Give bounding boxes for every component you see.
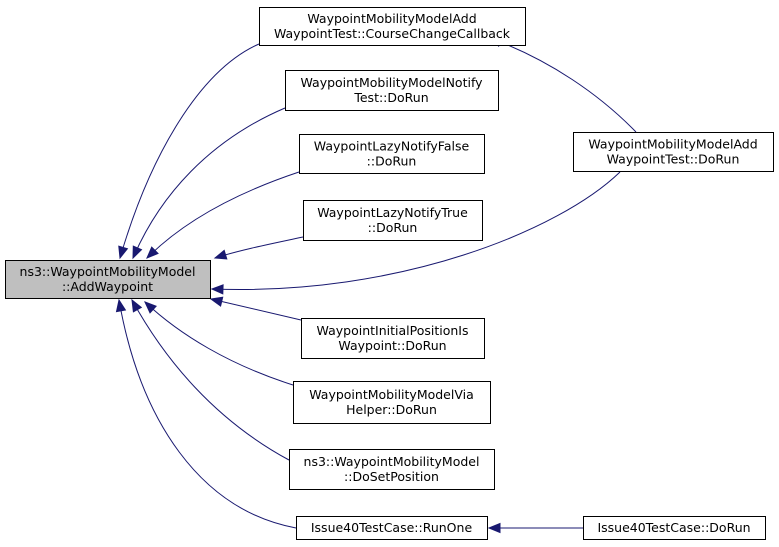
edge-lazy_notify_false-to-add_waypoint bbox=[146, 171, 300, 259]
node-label-line: WaypointMobilityModelAdd bbox=[588, 137, 757, 152]
node-label-line: ::DoRun bbox=[367, 154, 417, 169]
arrowhead bbox=[213, 249, 228, 260]
node-label-line: ns3::WaypointMobilityModel bbox=[304, 454, 480, 469]
node-label-line: ns3::WaypointMobilityModel bbox=[20, 264, 196, 279]
edge-line bbox=[118, 299, 297, 529]
node-course-change-callback[interactable]: WaypointMobilityModelAddWaypointTest::Co… bbox=[259, 7, 526, 46]
node-lazy-notify-false[interactable]: WaypointLazyNotifyFalse::DoRun bbox=[299, 134, 485, 174]
node-box bbox=[299, 134, 485, 174]
node-issue40-dorun[interactable]: Issue40TestCase::DoRun bbox=[583, 516, 766, 540]
arrowhead bbox=[209, 296, 224, 307]
arrowhead bbox=[131, 298, 143, 313]
arrowhead bbox=[132, 245, 143, 260]
node-box bbox=[293, 381, 491, 424]
node-label-line: Helper::DoRun bbox=[346, 402, 437, 417]
edge-line bbox=[119, 43, 260, 259]
edge-add_waypoint_test_dorun-to-add_waypoint bbox=[210, 171, 621, 295]
node-box bbox=[259, 7, 526, 46]
edge-line bbox=[211, 171, 621, 291]
edge-line bbox=[144, 301, 294, 386]
node-add-waypoint-test-dorun[interactable]: WaypointMobilityModelAddWaypointTest::Do… bbox=[573, 132, 774, 172]
node-label-line: ::DoSetPosition bbox=[344, 469, 439, 484]
node-label-line: Issue40TestCase::RunOne bbox=[311, 520, 473, 535]
node-label-line: Issue40TestCase::DoRun bbox=[597, 520, 750, 535]
edge-line bbox=[489, 37, 637, 133]
nodes-layer: ns3::WaypointMobilityModel::AddWaypointW… bbox=[5, 7, 774, 540]
edge-issue40_runone-to-add_waypoint bbox=[115, 298, 297, 529]
node-label-line: ::AddWaypoint bbox=[62, 279, 153, 294]
node-label-line: Test::DoRun bbox=[353, 90, 428, 105]
edge-initial_position-to-add_waypoint bbox=[209, 296, 302, 321]
node-box bbox=[289, 449, 495, 490]
node-box bbox=[303, 200, 483, 241]
edge-line bbox=[132, 107, 286, 259]
node-add-waypoint[interactable]: ns3::WaypointMobilityModel::AddWaypoint bbox=[5, 260, 211, 299]
node-label-line: WaypointMobilityModelVia bbox=[309, 387, 474, 402]
edge-do_set_position-to-add_waypoint bbox=[131, 298, 290, 461]
edge-course_change_callback-to-add_waypoint bbox=[118, 43, 260, 260]
node-box bbox=[583, 516, 766, 540]
arrowhead bbox=[115, 298, 127, 313]
node-label-line: WaypointMobilityModelNotify bbox=[300, 75, 483, 90]
node-issue40-runone[interactable]: Issue40TestCase::RunOne bbox=[296, 516, 488, 540]
arrowhead bbox=[118, 245, 129, 260]
arrowhead bbox=[487, 522, 501, 534]
node-lazy-notify-true[interactable]: WaypointLazyNotifyTrue::DoRun bbox=[303, 200, 483, 241]
node-label-line: WaypointMobilityModelAdd bbox=[307, 11, 476, 26]
edge-line bbox=[210, 298, 302, 321]
node-box bbox=[5, 260, 211, 299]
node-label-line: WaypointInitialPositionIs bbox=[317, 323, 469, 338]
edge-lazy_notify_true-to-add_waypoint bbox=[213, 236, 304, 260]
node-box bbox=[296, 516, 488, 540]
node-box bbox=[301, 318, 485, 359]
arrowhead bbox=[146, 246, 159, 259]
arrowhead bbox=[144, 301, 157, 314]
edge-via_helper-to-add_waypoint bbox=[144, 301, 294, 386]
arrowhead bbox=[210, 284, 224, 295]
node-label-line: ::DoRun bbox=[368, 220, 418, 235]
edge-line bbox=[146, 171, 300, 259]
edge-line bbox=[131, 299, 290, 461]
node-label-line: WaypointTest::DoRun bbox=[607, 152, 740, 167]
edges-layer bbox=[115, 37, 637, 534]
node-label-line: WaypointLazyNotifyFalse bbox=[314, 139, 470, 154]
edge-notify_test_dorun-to-add_waypoint bbox=[132, 107, 286, 260]
node-box bbox=[285, 70, 499, 111]
edge-issue40_dorun-to-issue40_runone bbox=[487, 522, 583, 534]
edge-add_waypoint_test_dorun-to-course_change_callback bbox=[488, 37, 637, 133]
edge-line bbox=[214, 236, 304, 259]
node-box bbox=[573, 132, 774, 172]
node-label-line: WaypointTest::CourseChangeCallback bbox=[274, 26, 511, 41]
node-label-line: WaypointLazyNotifyTrue bbox=[317, 205, 468, 220]
node-do-set-position[interactable]: ns3::WaypointMobilityModel::DoSetPositio… bbox=[289, 449, 495, 490]
node-label-line: Waypoint::DoRun bbox=[338, 338, 446, 353]
